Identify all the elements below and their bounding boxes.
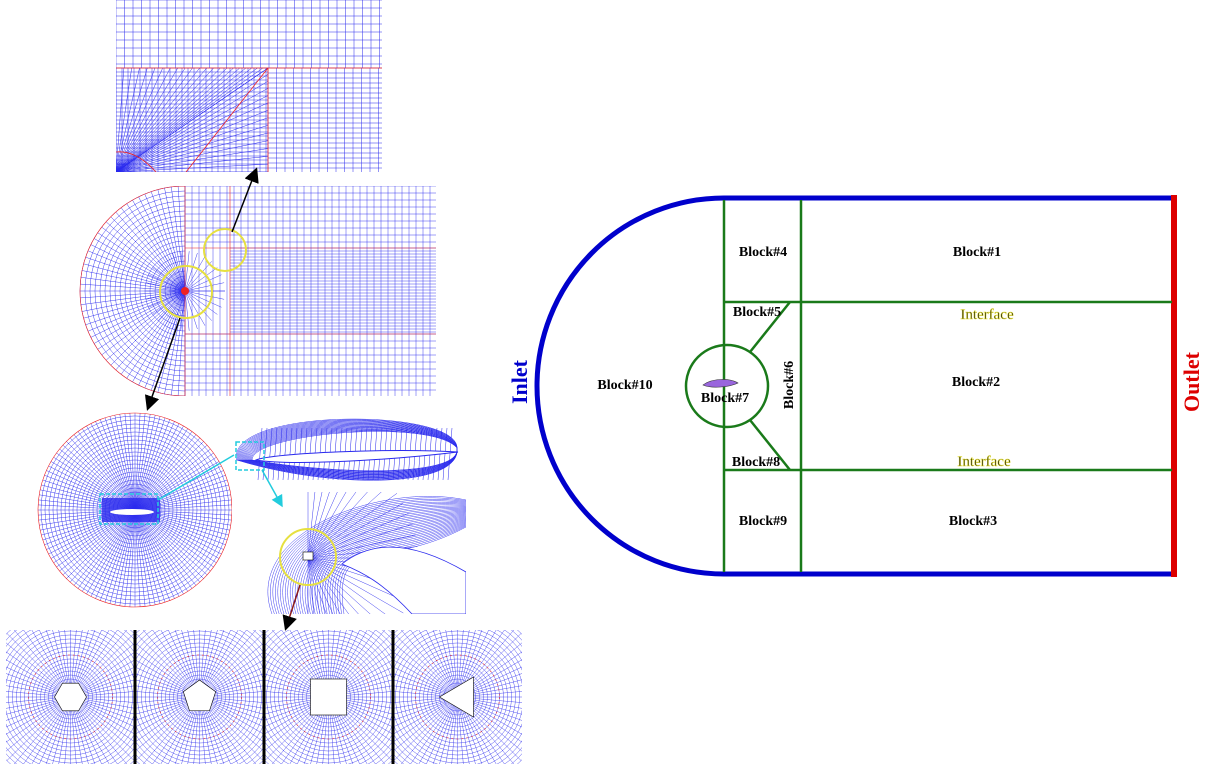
block-5-label: Block#5 xyxy=(733,305,781,320)
block-6-label: Block#6 xyxy=(782,361,797,409)
airfoil-shape xyxy=(702,379,739,388)
block-1-label: Block#1 xyxy=(953,245,1001,260)
block-4-label: Block#4 xyxy=(739,245,787,260)
outlet-label: Outlet xyxy=(1179,351,1204,412)
block-9-label: Block#9 xyxy=(739,514,787,529)
block-7-label: Block#7 xyxy=(701,391,749,406)
airfoil-ogrid-mesh xyxy=(236,418,459,481)
block-2-label: Block#2 xyxy=(952,375,1000,390)
block-10-label: Block#10 xyxy=(597,378,652,393)
interface-top-label: Interface xyxy=(960,307,1014,323)
mesh-detail-corner-panel xyxy=(116,0,382,172)
obstacle-triangle-mesh xyxy=(393,630,522,764)
interface-bottom-label: Interface xyxy=(957,454,1011,470)
block-8-label: Block#8 xyxy=(732,455,780,470)
obstacle-square-mesh xyxy=(264,630,393,764)
inlet-label: Inlet xyxy=(507,359,532,404)
leading-edge-mesh-panel xyxy=(232,492,466,614)
inlet-boundary xyxy=(534,195,725,577)
mesh-corner-grid xyxy=(116,0,382,172)
obstacle-shape-meshes xyxy=(6,630,522,764)
obstacle-mesh-row xyxy=(6,630,522,764)
obstacle-pentagon-mesh xyxy=(135,630,264,764)
obstacle-hexagon-mesh xyxy=(6,630,135,764)
block-3-label: Block#3 xyxy=(949,514,997,529)
